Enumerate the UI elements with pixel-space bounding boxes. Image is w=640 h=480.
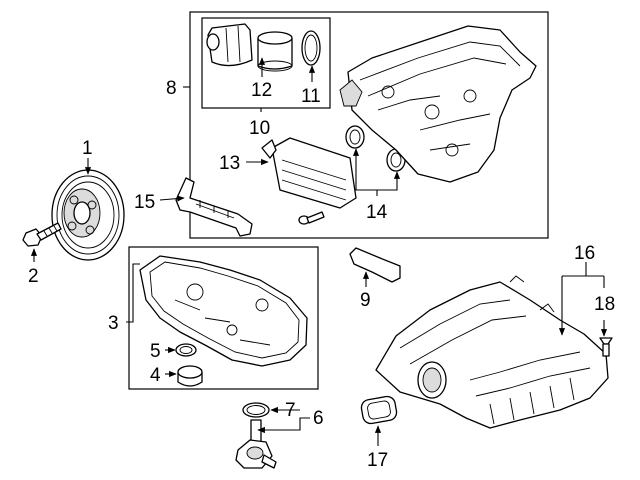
callout-9: 9 [360,290,371,311]
callout-5: 5 [150,341,161,362]
cooler-bolt [298,211,325,225]
callout-17: 17 [367,450,388,471]
oil-pan-gasket [139,255,308,367]
filter-subgroup-box [201,17,331,109]
oil-cooler [261,137,357,209]
callout-10: 10 [249,118,270,139]
housing-seal-upper [345,125,365,149]
drain-plug [177,365,203,387]
housing-group-box [189,11,549,239]
engine-housing [339,25,537,183]
callout-labels: 1 2 3 4 5 6 7 8 9 10 11 12 13 14 15 16 1… [28,78,615,471]
callout-15: 15 [134,192,155,213]
callout-11: 11 [301,86,321,107]
leader-lines [30,57,608,446]
callout-2: 2 [28,266,39,287]
crankshaft-pulley [51,169,125,261]
intake-manifold [375,275,609,429]
callout-18: 18 [594,294,615,315]
intake-gasket [349,247,401,283]
windage-baffle [175,177,253,237]
callout-3: 3 [108,313,119,334]
manifold-stud [599,337,613,357]
callout-13: 13 [219,153,240,174]
callout-7: 7 [285,400,296,421]
callout-14: 14 [366,202,388,223]
callout-12: 12 [251,80,272,101]
oil-filter-cap [206,23,253,67]
callout-6: 6 [313,408,324,429]
throttle-body-gasket [360,395,398,425]
callout-4: 4 [150,365,161,386]
callout-16: 16 [574,243,595,264]
callout-1: 1 [82,138,93,159]
oil-level-sensor [235,419,277,469]
callout-8: 8 [166,78,177,99]
oil-filter-element [257,31,293,72]
o-ring [175,343,197,357]
pulley-bolt [22,222,62,247]
oil-pan-group-box [128,246,319,390]
